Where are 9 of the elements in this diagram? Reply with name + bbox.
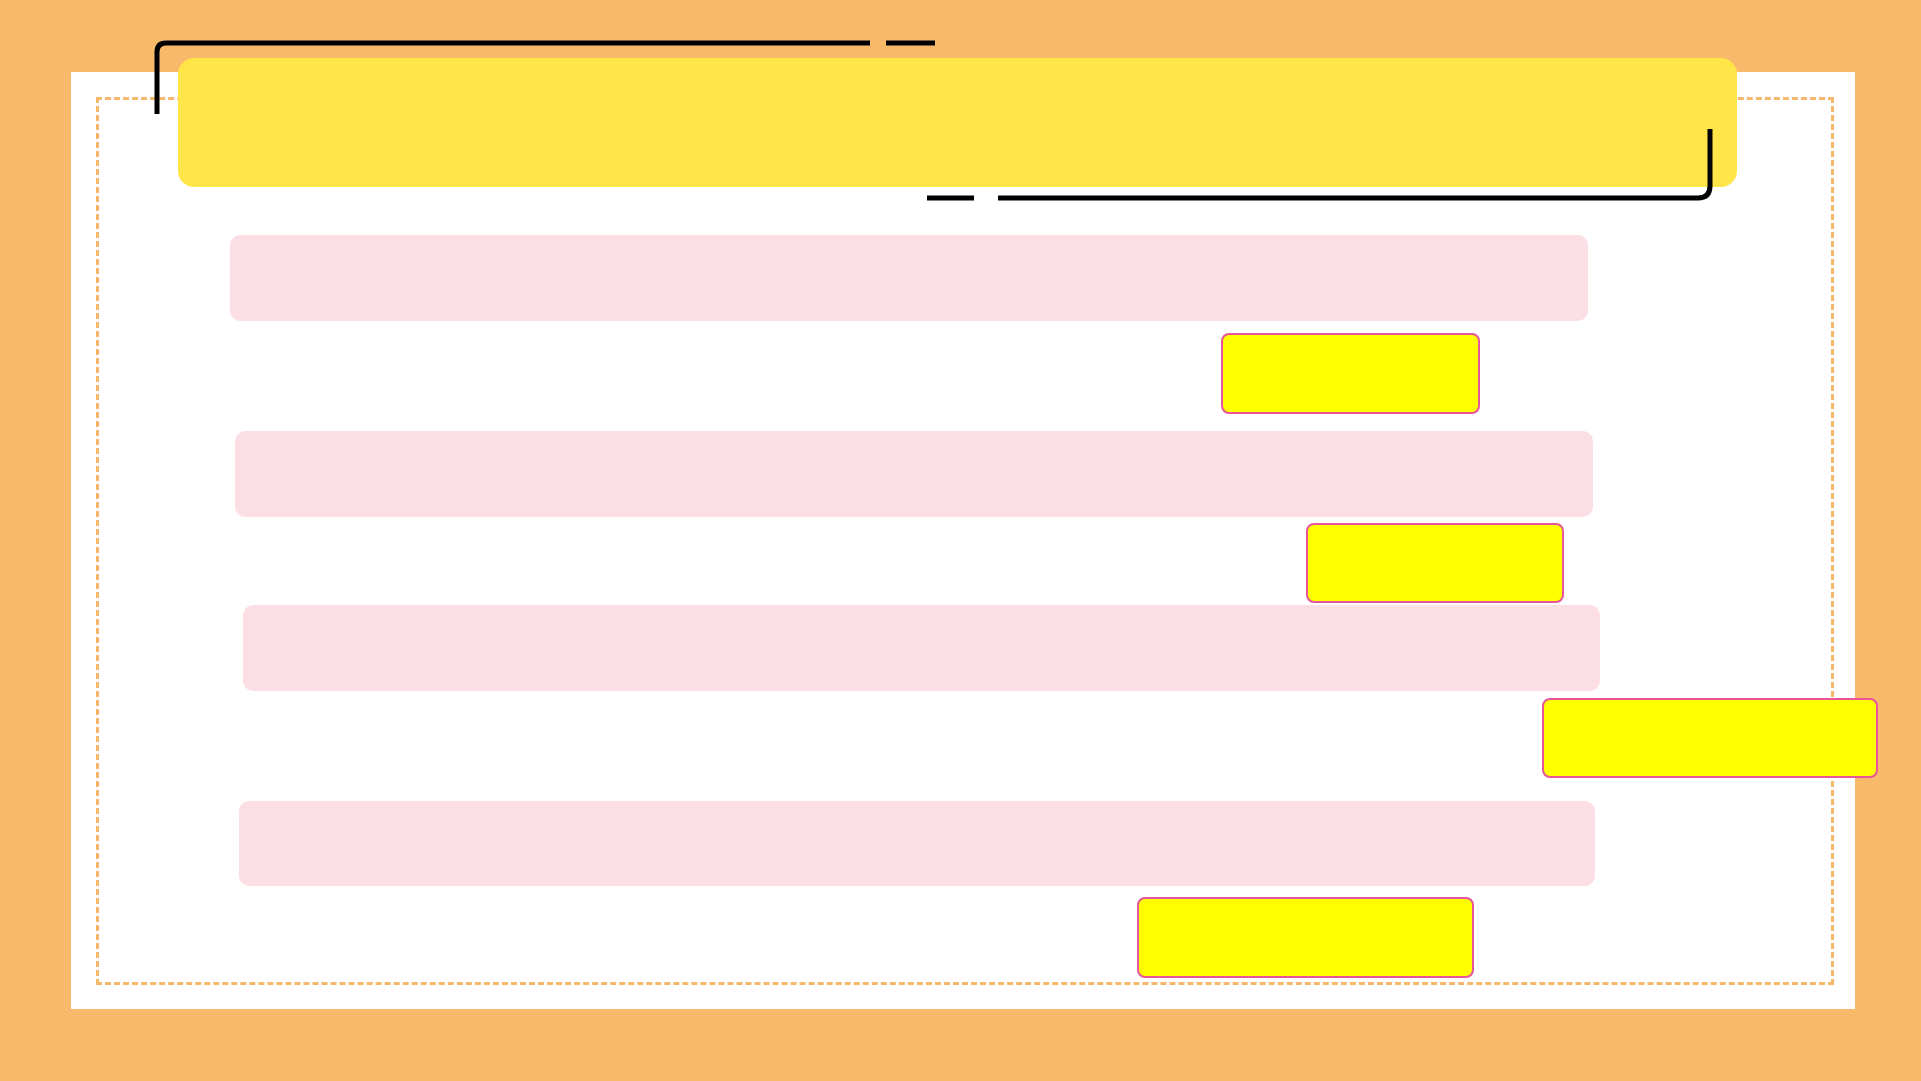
- banner-bar: [243, 605, 1600, 691]
- label-box: [1221, 333, 1480, 414]
- banner-bar: [230, 235, 1588, 321]
- label-box: [1542, 698, 1878, 778]
- banner-bar: [178, 58, 1737, 187]
- banner-bar: [235, 431, 1593, 517]
- banner-bar: [239, 801, 1595, 886]
- label-box: [1137, 897, 1474, 978]
- label-box: [1306, 523, 1564, 603]
